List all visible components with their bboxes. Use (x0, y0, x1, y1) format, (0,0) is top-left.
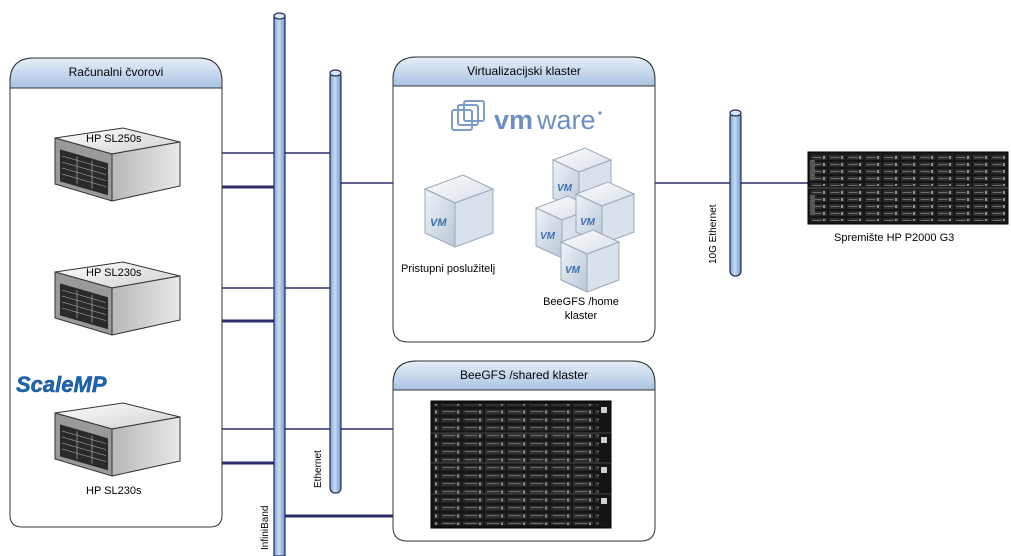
vm-badge: VM (540, 231, 556, 242)
node-sl250-label: HP SL250s (86, 133, 142, 145)
vm-badge: VM (565, 265, 581, 276)
vm-home-cube-4-icon: VM (559, 229, 621, 293)
vmware-logo-ware: ware (536, 105, 596, 135)
shared-header (392, 360, 656, 391)
vm-badge: VM (580, 217, 596, 228)
scalemp-logo: ScaleMP (16, 372, 107, 397)
vm-home-label-line1: BeeGFS /home (543, 296, 619, 308)
server-sl230a-icon (54, 261, 181, 336)
vmware-logo: vm ware (451, 100, 602, 135)
node-sl230a-label: HP SL230s (86, 267, 142, 279)
ten-g-ethernet-label: 10G Ethernet (708, 204, 719, 264)
vmware-logo-vm: vm (494, 105, 533, 135)
ethernet-label: Ethernet (313, 450, 324, 488)
node-sl230b-label: HP SL230s (86, 485, 142, 497)
server-sl230b-icon (54, 402, 181, 477)
vm-access-server-label: Pristupni poslužitelj (401, 263, 496, 275)
infiniband-bus (273, 12, 286, 556)
vm-badge: VM (557, 183, 573, 194)
virtualization-header (392, 56, 656, 87)
compute-nodes-header (9, 57, 223, 89)
vm-access-cube-icon: VM (423, 174, 495, 248)
storage-label: Spremište HP P2000 G3 (834, 232, 955, 244)
vm-home-label-line2: klaster (564, 310, 598, 322)
shared-storage-rack-icon (430, 400, 612, 529)
vm-home-cluster-cubes: VM VM VM VM (534, 147, 636, 293)
shared-title: BeeGFS /shared klaster (459, 368, 589, 382)
storage-p2000-icon (807, 151, 1009, 225)
virtualization-title: Virtualizacijski klaster (467, 64, 581, 78)
infiniband-label: InfiniBand (260, 505, 271, 550)
vm-badge: VM (430, 217, 447, 229)
compute-nodes-title: Računalni čvorovi (68, 65, 164, 79)
ten-g-ethernet-bus (729, 109, 742, 277)
server-sl250-icon (54, 127, 181, 202)
ethernet-bus (329, 69, 342, 494)
